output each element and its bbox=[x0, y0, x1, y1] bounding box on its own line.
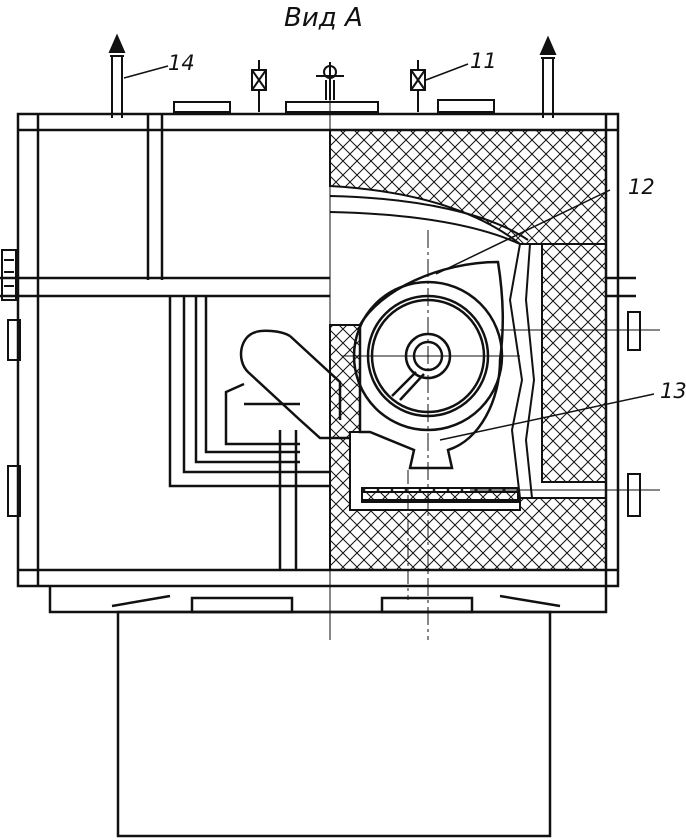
callout-14: 14 bbox=[123, 51, 195, 79]
callout-14-label: 14 bbox=[168, 51, 195, 75]
callout-12-label: 12 bbox=[628, 175, 655, 199]
callout-13-label: 13 bbox=[660, 379, 686, 403]
inner-chamber bbox=[358, 260, 505, 470]
callout-13: 13 bbox=[439, 379, 686, 441]
lower-box bbox=[116, 610, 552, 838]
axis-lines bbox=[329, 100, 660, 640]
base-plate bbox=[48, 586, 608, 614]
drawing-title: Вид А bbox=[284, 3, 363, 33]
terminal-b bbox=[316, 62, 344, 100]
side-connectors bbox=[1, 249, 641, 517]
chamber-shell bbox=[329, 195, 536, 503]
top-terminals bbox=[108, 33, 557, 118]
insulation-right bbox=[541, 243, 607, 483]
terminal-11 bbox=[410, 60, 426, 112]
electrode-right bbox=[539, 35, 557, 118]
electrode-left bbox=[108, 33, 126, 118]
insulation bbox=[329, 129, 607, 571]
duct bbox=[168, 296, 350, 570]
callout-12: 12 bbox=[435, 175, 655, 275]
terminal-a bbox=[251, 60, 267, 112]
callout-11: 11 bbox=[425, 49, 497, 81]
callout-11-label: 11 bbox=[470, 49, 497, 73]
